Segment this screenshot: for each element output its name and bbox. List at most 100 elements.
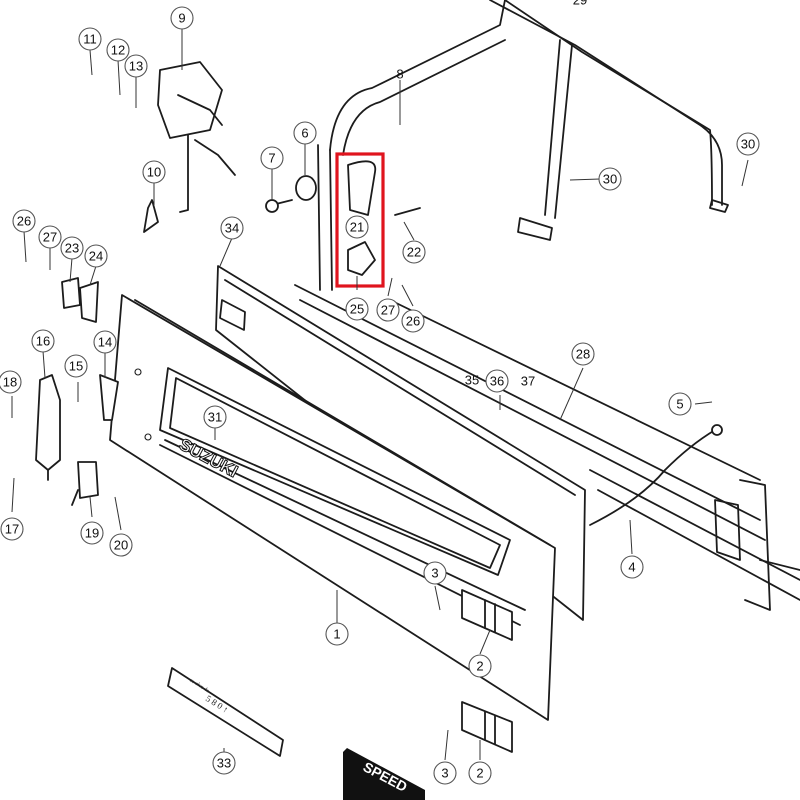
callout-label: 23 xyxy=(65,241,79,256)
callout-24: 24 xyxy=(84,244,108,268)
striker-plate xyxy=(61,277,99,323)
callout-circle xyxy=(170,6,194,30)
callout-label: 22 xyxy=(407,245,421,260)
callout-circle xyxy=(109,533,133,557)
callout-circle xyxy=(571,342,595,366)
callout-circle xyxy=(485,369,509,393)
callout-circle xyxy=(598,167,622,191)
callout-15: 15 xyxy=(64,354,88,378)
callout-label: 6 xyxy=(301,126,308,141)
callout-label: 7 xyxy=(268,151,275,166)
callout-13: 13 xyxy=(124,54,148,78)
callout-circle xyxy=(402,240,426,264)
callout-18: 18 xyxy=(0,370,22,394)
callout-7: 7 xyxy=(260,146,284,170)
callout-23: 23 xyxy=(60,236,84,260)
callout-label: 36 xyxy=(490,374,504,389)
callout-36: 36 xyxy=(485,369,509,393)
callout-circle xyxy=(220,216,244,240)
hinge-upper xyxy=(461,589,513,641)
callout-label: 17 xyxy=(5,522,19,537)
callout-12: 12 xyxy=(106,38,130,62)
callout-label: 12 xyxy=(111,43,125,58)
callout-circle xyxy=(80,521,104,545)
callout-3: 3 xyxy=(433,761,457,785)
leader-lines xyxy=(11,28,749,762)
callout-circle xyxy=(345,297,369,321)
callout-35: 35 xyxy=(465,373,479,388)
latch-rod xyxy=(143,199,159,233)
model-plate: ᶜᵉ ʳⁱᵛᵉ ᶠᵒ 5 8 0 ↑ xyxy=(167,667,284,757)
callout-circle xyxy=(0,517,24,541)
callout-label: 16 xyxy=(36,334,50,349)
screw-7 xyxy=(265,199,293,213)
handle-lever xyxy=(99,374,119,421)
callout-label: 19 xyxy=(85,526,99,541)
callout-label: 35 xyxy=(465,373,479,388)
callout-27: 27 xyxy=(38,225,62,249)
callout-circle xyxy=(0,370,22,394)
callout-label: 33 xyxy=(217,756,231,771)
callout-circle xyxy=(376,298,400,322)
callout-circle xyxy=(468,654,492,678)
callout-circle xyxy=(260,146,284,170)
highlight-box xyxy=(335,152,385,288)
callout-label: 15 xyxy=(69,359,83,374)
callout-label: 18 xyxy=(3,375,17,390)
callout-label: 24 xyxy=(89,249,103,264)
callout-label: 3 xyxy=(431,566,438,581)
callout-label: 2 xyxy=(476,766,483,781)
callout-29: 29 xyxy=(573,0,587,8)
callout-label: 31 xyxy=(208,410,222,425)
callout-5: 5 xyxy=(668,392,692,416)
callout-circle xyxy=(38,225,62,249)
callout-label: 27 xyxy=(43,230,57,245)
callout-16: 16 xyxy=(31,329,55,353)
callout-label: 20 xyxy=(114,538,128,553)
callout-circle xyxy=(106,38,130,62)
callout-1: 1 xyxy=(325,622,349,646)
callout-26: 26 xyxy=(12,209,36,233)
callout-19: 19 xyxy=(80,521,104,545)
callout-label: 2 xyxy=(476,659,483,674)
callout-11: 11 xyxy=(78,27,102,51)
callout-label: 9 xyxy=(178,11,185,26)
callout-label: 13 xyxy=(129,59,143,74)
callout-label: 5 xyxy=(676,397,683,412)
callout-circle xyxy=(31,329,55,353)
handle-bracket xyxy=(35,374,61,481)
callout-circle xyxy=(433,761,457,785)
cable-end xyxy=(711,424,723,436)
bumper-stop-6 xyxy=(295,175,317,201)
callout-circle xyxy=(84,244,108,268)
hinge-lower xyxy=(461,701,513,753)
callout-25: 25 xyxy=(345,297,369,321)
callout-28: 28 xyxy=(571,342,595,366)
callout-8: 8 xyxy=(396,67,403,82)
callout-30: 30 xyxy=(598,167,622,191)
emblem-badge: SPEED xyxy=(343,748,425,800)
callout-label: 1 xyxy=(333,627,340,642)
callout-label: 34 xyxy=(225,221,239,236)
callout-31: 31 xyxy=(203,405,227,429)
callout-22: 22 xyxy=(402,240,426,264)
callout-circle xyxy=(142,160,166,184)
callout-4: 4 xyxy=(620,555,644,579)
check-cable xyxy=(589,429,716,526)
callout-9: 9 xyxy=(170,6,194,30)
callout-2: 2 xyxy=(468,761,492,785)
callout-21: 21 xyxy=(345,215,369,239)
callout-34: 34 xyxy=(220,216,244,240)
callout-circle xyxy=(293,121,317,145)
callout-14: 14 xyxy=(93,330,117,354)
callout-circle xyxy=(12,209,36,233)
callout-label: 25 xyxy=(350,302,364,317)
callout-circle xyxy=(203,405,227,429)
callout-3: 3 xyxy=(423,561,447,585)
callout-label: 4 xyxy=(628,560,635,575)
callout-circle xyxy=(620,555,644,579)
callout-label: 21 xyxy=(350,220,364,235)
callout-2: 2 xyxy=(468,654,492,678)
